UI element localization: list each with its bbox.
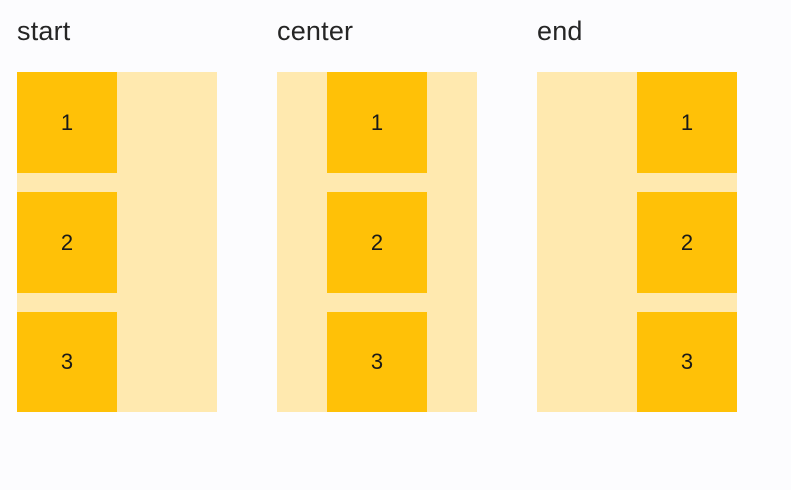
flex-item: 3 (17, 312, 117, 412)
group-label-start: start (17, 16, 71, 46)
group-label-end: end (537, 16, 583, 46)
flex-container-center: 1 2 3 (277, 72, 477, 412)
flex-item: 1 (637, 72, 737, 173)
flex-item: 3 (637, 312, 737, 412)
flex-item: 2 (637, 192, 737, 293)
flex-container-start: 1 2 3 (17, 72, 217, 412)
flex-item: 2 (17, 192, 117, 293)
group-label-center: center (277, 16, 354, 46)
flex-item: 1 (327, 72, 427, 173)
flex-item: 2 (327, 192, 427, 293)
flex-item: 1 (17, 72, 117, 173)
flex-container-end: 1 2 3 (537, 72, 737, 412)
flex-item: 3 (327, 312, 427, 412)
